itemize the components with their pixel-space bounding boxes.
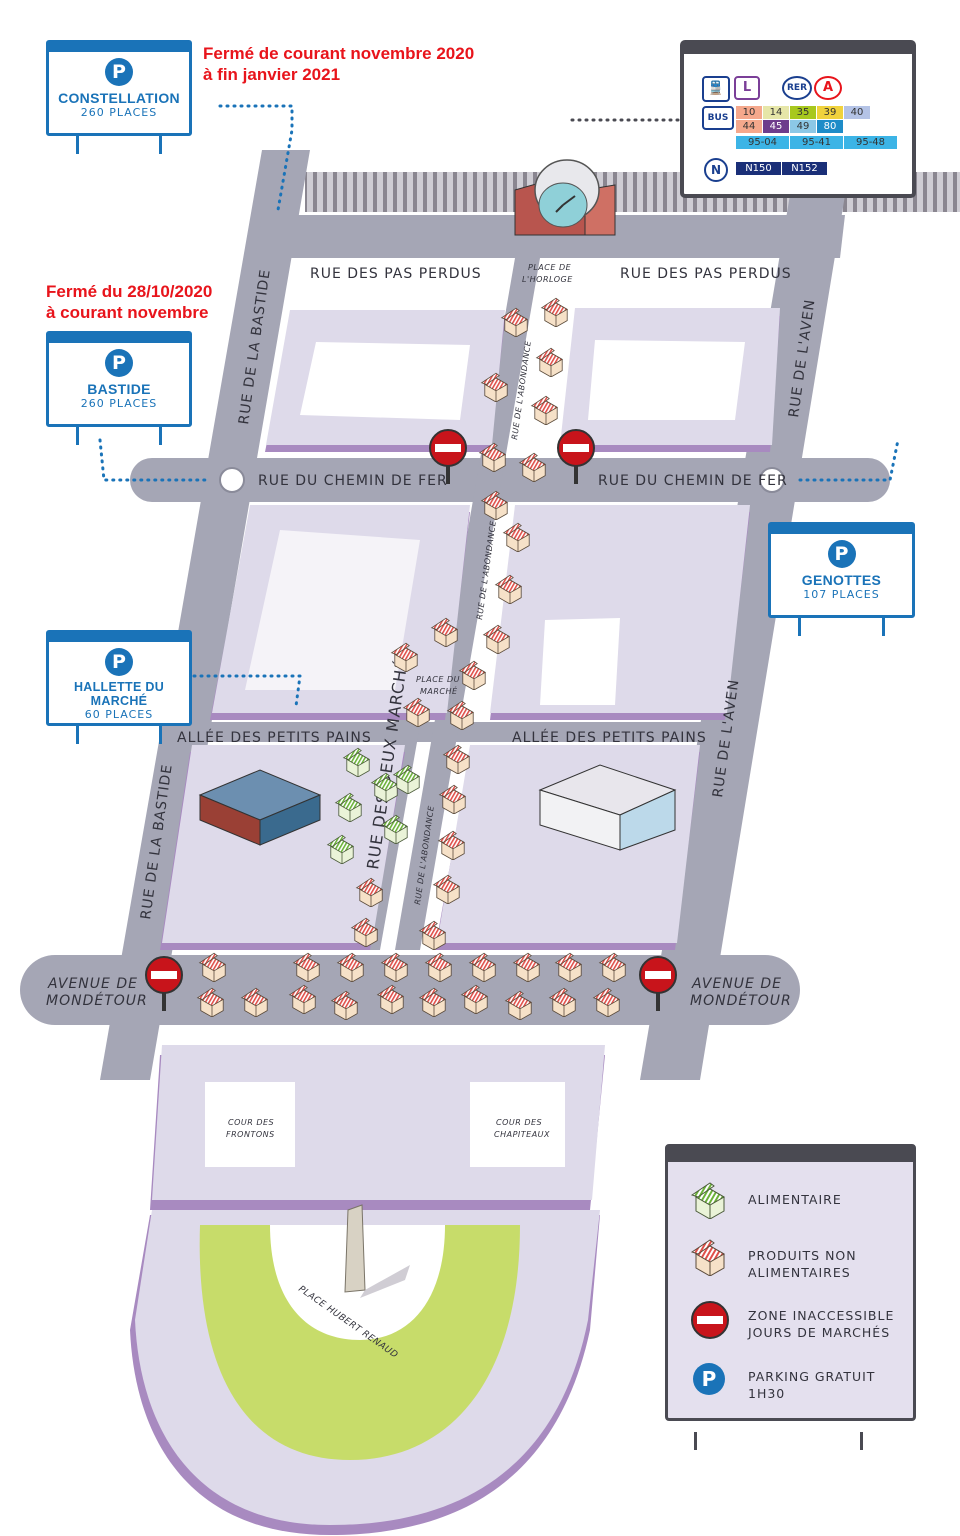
label-frontons-1: COUR DES [228, 1118, 274, 1127]
bus-badge: BUS [702, 106, 734, 130]
road-chemin-de-fer [130, 458, 890, 502]
parking-constellation: P CONSTELLATION 260 PLACES [46, 40, 192, 155]
label-marche-2: MARCHÉ [420, 685, 458, 696]
road-bastide [100, 150, 310, 1080]
parking-name: CONSTELLATION [58, 90, 180, 106]
label-marche-1: PLACE DU [416, 675, 460, 684]
notice-bastide: Fermé du 28/10/2020 à courant novembre [46, 281, 212, 323]
label-mondetour-right-1: AVENUE DE [691, 976, 782, 992]
parking-genottes: P GENOTTES 107 PLACES [768, 522, 915, 637]
parking-hallette: P HALLETTE DU MARCHÉ 60 PLACES [46, 630, 192, 745]
legend-non-alimentaire: PRODUITS NON ALIMENTAIRES [668, 1239, 913, 1294]
parking-bastide: P BASTIDE 260 PLACES [46, 331, 192, 446]
legend-label: ALIMENTAIRE [748, 1192, 842, 1207]
bus-line-chip: 80 [817, 120, 843, 133]
legend-label: PRODUITS NON ALIMENTAIRES [748, 1248, 857, 1280]
train-icon: 🚆 [702, 76, 730, 102]
label-horloge-1: PLACE DE [528, 263, 572, 272]
bus-line-chip: 49 [790, 120, 816, 133]
parking-capacity: 60 PLACES [84, 708, 154, 721]
bus-line-chip: 44 [736, 120, 762, 133]
label-pas-perdus-left: RUE DES PAS PERDUS [310, 266, 482, 282]
noctilien-badge: N [704, 158, 728, 182]
noctilien-line-chip: N150 [736, 162, 781, 175]
bus-line-chip: 10 [736, 106, 762, 119]
notice-line: à courant novembre [46, 303, 209, 322]
no-entry-icon [691, 1301, 729, 1339]
notice-constellation: Fermé de courant novembre 2020 à fin jan… [203, 43, 474, 85]
legend-panel: ALIMENTAIRE PRODUITS NON ALIMENTAIRES ZO… [665, 1144, 916, 1450]
parking-capacity: 107 PLACES [803, 588, 880, 601]
bus-line-chip: 95-48 [844, 136, 897, 149]
notice-line: Fermé du 28/10/2020 [46, 282, 213, 301]
label-mondetour-left-1: AVENUE DE [47, 976, 138, 992]
commercial-building [538, 764, 677, 851]
bus-line-chip: 14 [763, 106, 789, 119]
parking-name: GENOTTES [801, 572, 882, 588]
bus-line-chip: 40 [844, 106, 870, 119]
label-petits-pains-left: ALLÉE DES PETITS PAINS [177, 729, 372, 746]
parking-icon: P [105, 58, 133, 86]
parking-capacity: 260 PLACES [80, 397, 158, 410]
parking-icon: P [105, 349, 133, 377]
line-l-badge: L [734, 76, 760, 100]
road-abondance [395, 258, 540, 950]
monument-obelisk [344, 1204, 366, 1293]
stall-red-icon [691, 1239, 725, 1276]
label-chemin-de-fer-left: RUE DU CHEMIN DE FER [258, 473, 448, 489]
legend-inaccessible: ZONE INACCESSIBLE JOURS DE MARCHÉS [668, 1301, 913, 1354]
label-chapiteaux-1: COUR DES [496, 1118, 542, 1127]
legend-parking: P PARKING GRATUIT 1H30 [668, 1363, 913, 1415]
label-horloge-2: L'HORLOGE [522, 275, 573, 284]
legend-label: ZONE INACCESSIBLE JOURS DE MARCHÉS [748, 1308, 895, 1340]
label-chapiteaux-2: CHAPITEAUX [494, 1130, 550, 1139]
label-mondetour-right-2: MONDÉTOUR [690, 992, 792, 1009]
bus-line-chip: 95-41 [790, 136, 843, 149]
bus-line-chip: 39 [817, 106, 843, 119]
rer-badge: RER [782, 76, 812, 100]
bus-line-chip: 95-04 [736, 136, 789, 149]
parking-name: BASTIDE [87, 381, 151, 397]
legend-alimentaire: ALIMENTAIRE [668, 1182, 913, 1239]
bus-line-chip: 45 [763, 120, 789, 133]
bus-line-chip: 35 [790, 106, 816, 119]
roundabout-left [219, 467, 245, 493]
notice-line: Fermé de courant novembre 2020 [203, 44, 475, 63]
label-mondetour-left-2: MONDÉTOUR [46, 992, 148, 1009]
parking-icon: P [105, 648, 133, 676]
clock-tower [514, 159, 616, 236]
parking-icon: P [827, 540, 856, 568]
label-petits-pains-right: ALLÉE DES PETITS PAINS [512, 729, 707, 746]
parking-capacity: 260 PLACES [80, 106, 158, 119]
parking-name: HALLETTE DU MARCHÉ [73, 680, 165, 708]
notice-line: à fin janvier 2021 [203, 65, 341, 84]
label-frontons-2: FRONTONS [226, 1130, 275, 1139]
road-aven [640, 195, 845, 1080]
label-chemin-de-fer-right: RUE DU CHEMIN DE FER [598, 473, 788, 489]
parking-connectors [98, 104, 900, 708]
parking-icon: P [693, 1363, 725, 1395]
city-blocks [130, 308, 780, 1535]
hallette-building [198, 769, 322, 846]
noctilien-line-chip: N152 [782, 162, 827, 175]
rer-a-badge: A [814, 76, 842, 100]
stall-green-icon [691, 1182, 725, 1219]
legend-label: PARKING GRATUIT 1H30 [748, 1369, 876, 1401]
road-pas-perdus [255, 215, 845, 258]
label-pas-perdus-right: RUE DES PAS PERDUS [620, 266, 792, 282]
roundabout-right [759, 467, 785, 493]
